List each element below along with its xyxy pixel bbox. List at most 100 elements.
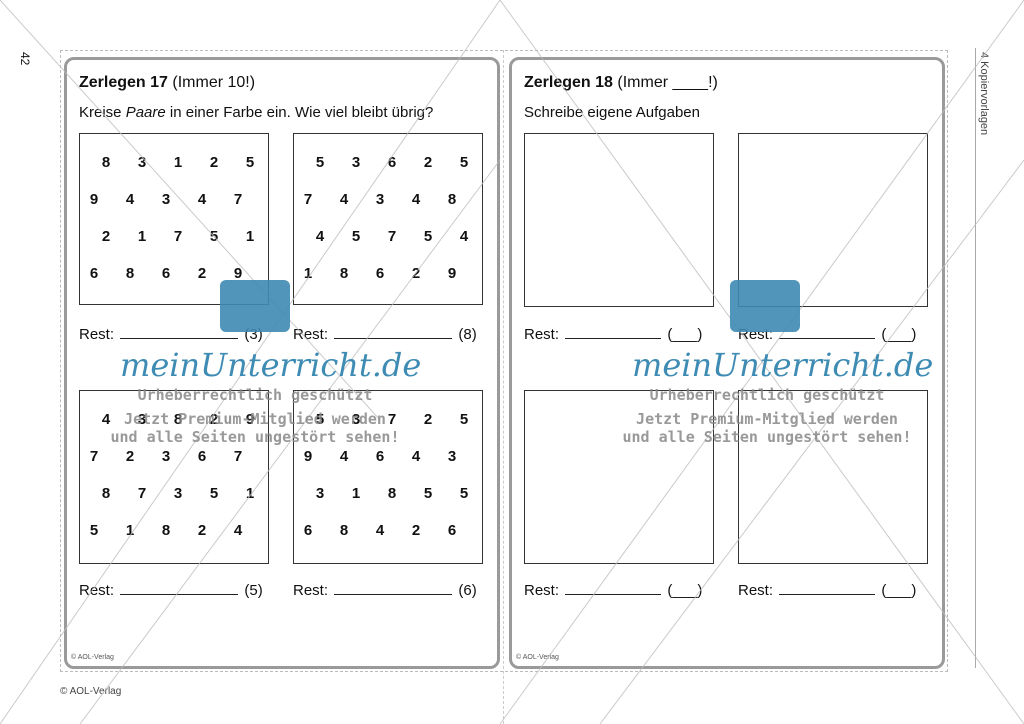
number-cell[interactable]: 3 (173, 485, 183, 502)
number-cell[interactable]: 9 (303, 448, 313, 465)
number-cell[interactable]: 1 (137, 228, 147, 245)
card-title-bold: Zerlegen 17 (79, 74, 168, 91)
number-cell[interactable]: 5 (459, 411, 469, 428)
answer-blank[interactable] (779, 594, 876, 595)
number-cell[interactable]: 2 (197, 522, 207, 539)
number-cell[interactable]: 4 (375, 522, 385, 539)
number-cell[interactable]: 9 (447, 265, 457, 282)
card-title-bold: Zerlegen 18 (524, 74, 613, 91)
number-cell[interactable]: 8 (161, 522, 171, 539)
number-cell[interactable]: 4 (339, 448, 349, 465)
number-cell[interactable]: 5 (89, 522, 99, 539)
number-cell[interactable]: 9 (89, 191, 99, 208)
briefcase-icon (730, 280, 800, 332)
number-cell[interactable]: 1 (351, 485, 361, 502)
number-cell[interactable]: 4 (411, 448, 421, 465)
number-cell[interactable]: 6 (303, 522, 313, 539)
number-cell[interactable]: 5 (209, 228, 219, 245)
number-cell[interactable]: 2 (423, 411, 433, 428)
number-cell[interactable]: 8 (339, 265, 349, 282)
number-cell[interactable]: 1 (245, 228, 255, 245)
number-cell[interactable]: 7 (173, 228, 183, 245)
number-cell[interactable]: 6 (387, 154, 397, 171)
number-cell[interactable]: 4 (233, 522, 243, 539)
number-cell[interactable]: 8 (101, 485, 111, 502)
watermark-line2: Jetzt Premium-Mitglied werden (124, 410, 386, 428)
rest-label: Rest: (524, 582, 560, 599)
number-cell[interactable]: 1 (303, 265, 313, 282)
number-cell[interactable]: 3 (315, 485, 325, 502)
number-cell[interactable]: 7 (233, 448, 243, 465)
answer-blank[interactable] (120, 338, 239, 339)
answer-blank[interactable] (334, 594, 453, 595)
rest-label: Rest: (738, 582, 774, 599)
rest-line: Rest: (___) (524, 326, 702, 343)
number-cell[interactable]: 7 (303, 191, 313, 208)
number-cell[interactable]: 1 (125, 522, 135, 539)
number-cell[interactable]: 8 (101, 154, 111, 171)
number-cell[interactable]: 5 (315, 154, 325, 171)
number-cell[interactable]: 1 (245, 485, 255, 502)
number-cell[interactable]: 4 (339, 191, 349, 208)
number-cell[interactable]: 6 (447, 522, 457, 539)
number-cell[interactable]: 3 (161, 191, 171, 208)
instruction: Schreibe eigene Aufgaben (524, 104, 700, 121)
number-cell[interactable]: 2 (101, 228, 111, 245)
number-cell[interactable]: 3 (137, 154, 147, 171)
number-cell[interactable]: 6 (161, 265, 171, 282)
number-cell[interactable]: 3 (161, 448, 171, 465)
number-cell[interactable]: 4 (411, 191, 421, 208)
watermark-logo: meinUnterricht.de (632, 346, 934, 384)
answer-blank[interactable] (334, 338, 453, 339)
watermark-line1: Urheberrechtlich geschützt (649, 386, 885, 404)
number-cell[interactable]: 2 (411, 265, 421, 282)
number-cell[interactable]: 7 (387, 228, 397, 245)
briefcase-icon (220, 280, 290, 332)
number-cell[interactable]: 2 (209, 154, 219, 171)
number-cell[interactable]: 3 (447, 448, 457, 465)
answer-blank[interactable] (120, 594, 239, 595)
number-cell[interactable]: 4 (459, 228, 469, 245)
number-cell[interactable]: 4 (315, 228, 325, 245)
answer-blank[interactable] (565, 338, 662, 339)
number-cell[interactable]: 2 (423, 154, 433, 171)
number-cell[interactable]: 5 (209, 485, 219, 502)
side-divider (975, 48, 976, 668)
rest-label: Rest: (293, 326, 329, 343)
number-cell[interactable]: 1 (173, 154, 183, 171)
watermark-line1: Urheberrechtlich geschützt (137, 386, 373, 404)
number-cell[interactable]: 6 (197, 448, 207, 465)
number-cell[interactable]: 3 (351, 154, 361, 171)
number-cell[interactable]: 3 (375, 191, 385, 208)
number-cell[interactable]: 8 (387, 485, 397, 502)
number-cell[interactable]: 6 (89, 265, 99, 282)
number-cell[interactable]: 7 (137, 485, 147, 502)
answer-blank[interactable] (779, 338, 876, 339)
number-cell[interactable]: 5 (459, 154, 469, 171)
number-cell[interactable]: 8 (339, 522, 349, 539)
number-cell[interactable]: 2 (411, 522, 421, 539)
number-cell[interactable]: 6 (375, 265, 385, 282)
number-cell[interactable]: 5 (423, 485, 433, 502)
number-cell[interactable]: 5 (245, 154, 255, 171)
number-cell[interactable]: 7 (89, 448, 99, 465)
number-cell[interactable]: 5 (459, 485, 469, 502)
rest-label: Rest: (79, 582, 115, 599)
number-cell[interactable]: 4 (197, 191, 207, 208)
number-cell[interactable]: 5 (351, 228, 361, 245)
number-cell[interactable]: 2 (197, 265, 207, 282)
answer-blank[interactable] (565, 594, 662, 595)
number-cell[interactable]: 2 (125, 448, 135, 465)
number-cell[interactable]: 7 (233, 191, 243, 208)
watermark-logo: meinUnterricht.de (120, 346, 422, 384)
number-cell[interactable]: 4 (125, 191, 135, 208)
instruction: Kreise Paare in einer Farbe ein. Wie vie… (79, 104, 433, 121)
rest-line: Rest: (___) (524, 582, 702, 599)
number-cell[interactable]: 8 (447, 191, 457, 208)
number-cell[interactable]: 5 (423, 228, 433, 245)
number-cell[interactable]: 6 (375, 448, 385, 465)
empty-box[interactable] (524, 133, 714, 307)
rest-value: (___) (667, 326, 703, 343)
rest-label: Rest: (293, 582, 329, 599)
number-cell[interactable]: 8 (125, 265, 135, 282)
